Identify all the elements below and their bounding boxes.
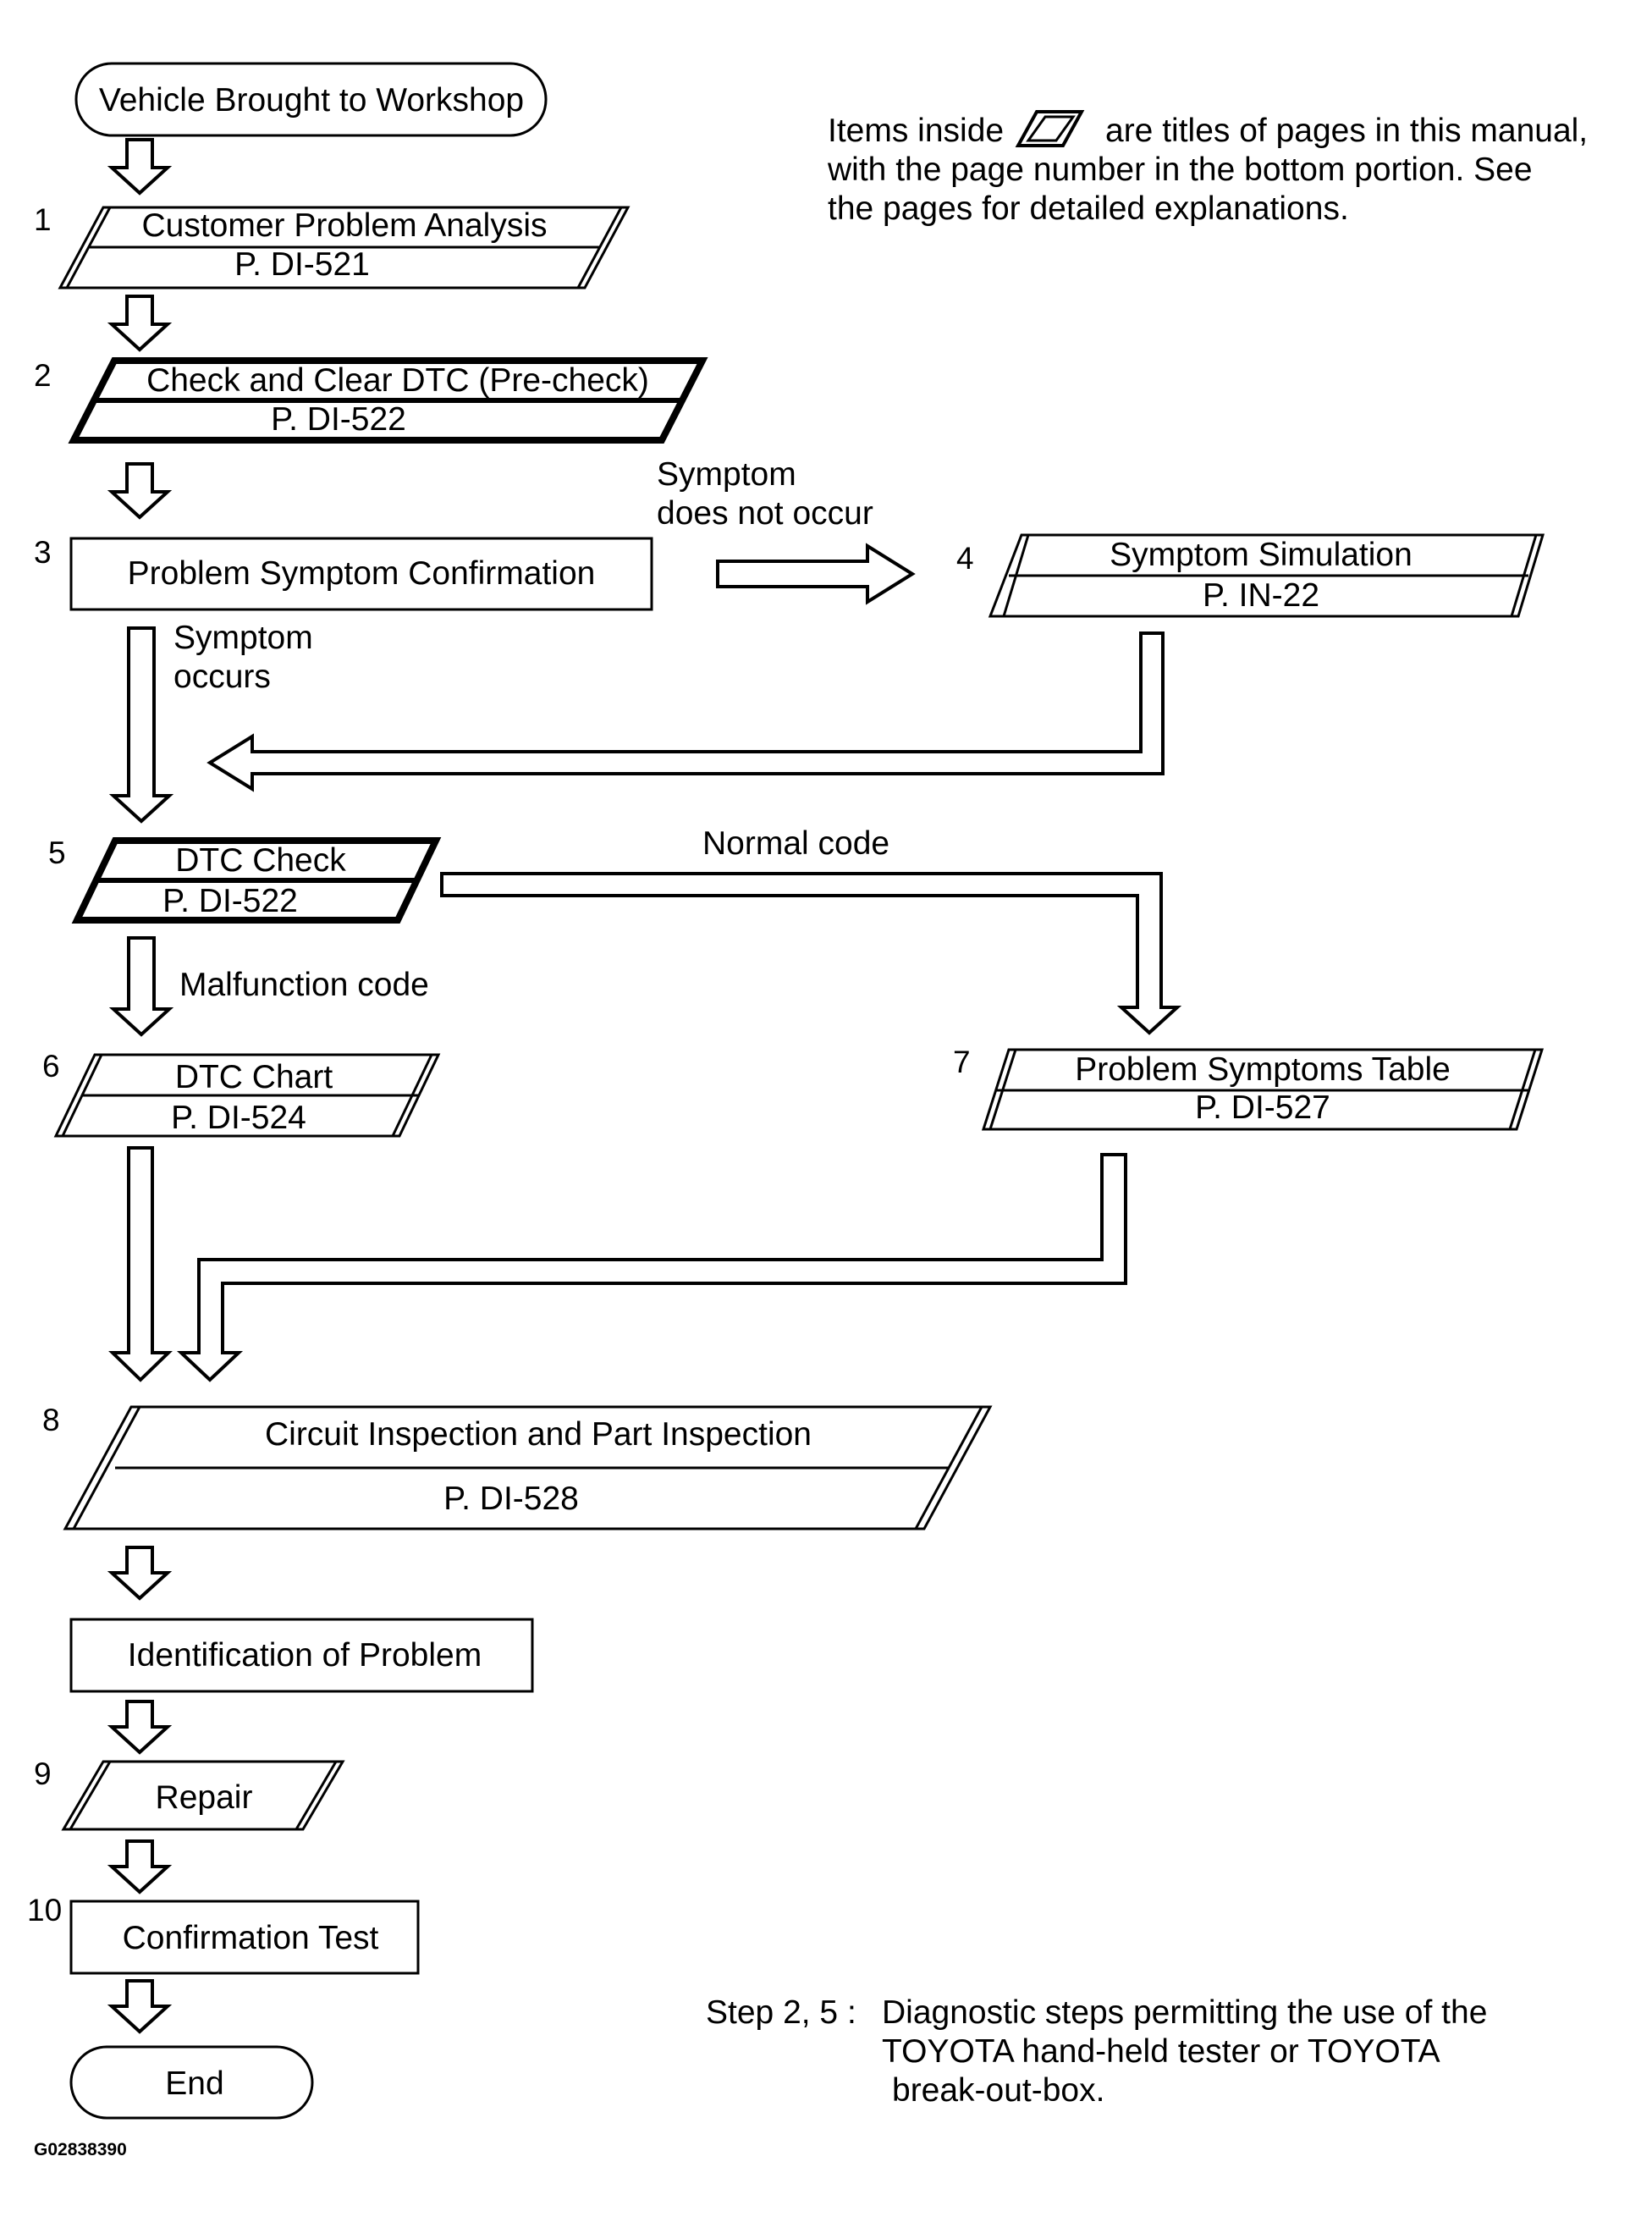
step-page: P. DI-522 (162, 883, 298, 919)
arrow-2-to-3 (107, 462, 173, 520)
end-terminator: End (69, 2045, 314, 2120)
figure-code: G02838390 (34, 2140, 127, 2159)
step-title: Check and Clear DTC (Pre-check) (146, 362, 649, 399)
arrow-identification-to-9 (107, 1700, 173, 1755)
footnote-line2: TOYOTA hand-held tester or TOYOTA (882, 2033, 1440, 2070)
branch-label-malfunction-code: Malfunction code (179, 967, 429, 1003)
step-5: 5 DTC Check P. DI-522 (48, 836, 442, 924)
step-number: 6 (42, 1049, 60, 1084)
legend-parallelogram-icon (1015, 110, 1085, 147)
arrow-7-to-8 (176, 1153, 1127, 1382)
step-6: 6 DTC Chart P. DI-524 (42, 1049, 441, 1138)
step-number: 8 (42, 1403, 60, 1437)
legend-text-line2: with the page number in the bottom porti… (827, 152, 1533, 188)
step-number: 7 (953, 1045, 971, 1079)
arrow-5-to-7 (440, 872, 1182, 1035)
arrow-4-to-5 (206, 631, 1165, 792)
step-2: 2 Check and Clear DTC (Pre-check) P. DI-… (34, 357, 708, 444)
footnote-line3: break-out-box. (892, 2072, 1104, 2109)
legend: Items inside are titles of pages in this… (827, 110, 1588, 227)
end-label: End (165, 2065, 223, 2102)
step-page: P. DI-528 (443, 1481, 579, 1517)
step-number: 1 (34, 202, 52, 237)
step-7: 7 Problem Symptoms Table P. DI-527 (953, 1045, 1545, 1131)
branch-label-occur-line2: occurs (173, 659, 271, 695)
step-number: 2 (34, 358, 52, 393)
step-9: 9 Repair (34, 1757, 345, 1831)
step-title: Repair (156, 1779, 253, 1816)
step-title: DTC Check (175, 842, 346, 879)
footnote-line1: Diagnostic steps permitting the use of t… (882, 1994, 1487, 2031)
step-page: P. IN-22 (1203, 577, 1319, 614)
arrow-start-to-1 (107, 138, 173, 196)
step-page: P. DI-521 (234, 246, 370, 283)
arrow-9-to-10 (107, 1839, 173, 1894)
step-1: 1 Customer Problem Analysis P. DI-521 (34, 202, 631, 290)
identification-label: Identification of Problem (128, 1637, 482, 1674)
step-10: 10 Confirmation Test (27, 1893, 420, 1975)
footnote: Step 2, 5 : Diagnostic steps permitting … (706, 1994, 1487, 2109)
arrow-8-to-identification (107, 1546, 173, 1601)
step-number: 4 (956, 541, 974, 576)
step-title: Problem Symptoms Table (1075, 1051, 1451, 1088)
step-title: Confirmation Test (123, 1920, 379, 1956)
step-page: P. DI-522 (271, 401, 406, 438)
step-4: 4 Symptom Simulation P. IN-22 (956, 533, 1545, 618)
identification-box: Identification of Problem (69, 1618, 534, 1693)
step-title: Circuit Inspection and Part Inspection (265, 1416, 812, 1453)
arrow-6-to-8 (108, 1146, 173, 1382)
arrow-5-to-6 (108, 936, 174, 1037)
step-page: P. DI-527 (1195, 1089, 1330, 1126)
step-title: Symptom Simulation (1110, 537, 1412, 573)
arrow-3-to-5 (108, 626, 174, 824)
step-number: 9 (34, 1757, 52, 1791)
arrow-1-to-2 (107, 295, 173, 352)
branch-label-occur-line1: Symptom (173, 620, 313, 656)
step-8: 8 Circuit Inspection and Part Inspection… (42, 1403, 993, 1530)
branch-label-normal-code: Normal code (702, 825, 889, 862)
step-3: 3 Problem Symptom Confirmation (34, 535, 653, 611)
legend-text-suffix: are titles of pages in this manual, (1105, 113, 1588, 149)
step-title: DTC Chart (175, 1059, 333, 1095)
arrow-10-to-end (107, 1979, 173, 2034)
branch-label-not-occur-line1: Symptom (657, 456, 796, 493)
start-label: Vehicle Brought to Workshop (99, 82, 524, 119)
start-terminator: Vehicle Brought to Workshop (74, 62, 548, 137)
step-number: 3 (34, 535, 52, 570)
legend-text-line3: the pages for detailed explanations. (828, 190, 1349, 227)
step-title: Customer Problem Analysis (141, 207, 547, 244)
step-number: 10 (27, 1893, 62, 1927)
branch-label-not-occur-line2: does not occur (657, 495, 873, 532)
step-number: 5 (48, 836, 66, 870)
arrow-3-to-4 (716, 543, 916, 605)
step-title: Problem Symptom Confirmation (128, 555, 596, 592)
footnote-prefix: Step 2, 5 : (706, 1994, 856, 2031)
legend-text-prefix: Items inside (828, 113, 1004, 149)
step-page: P. DI-524 (171, 1100, 306, 1136)
